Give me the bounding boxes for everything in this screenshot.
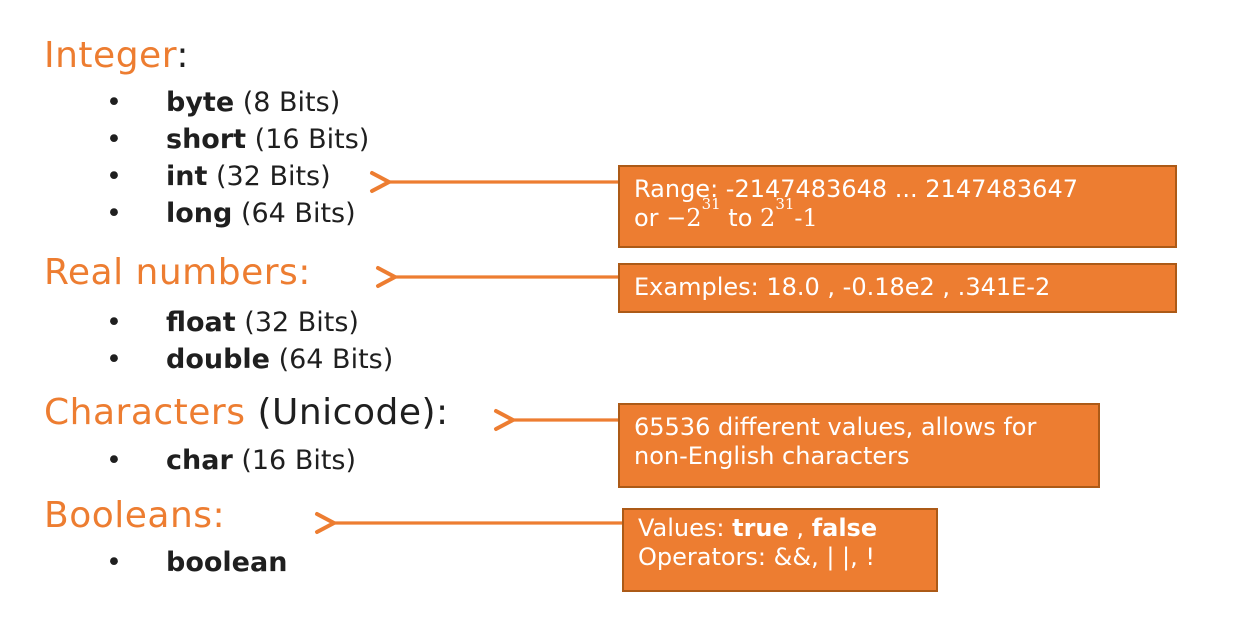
callout-real-examples: Examples: 18.0 , -0.18e2 , .341E-2	[618, 263, 1177, 313]
heading-characters-accent: Characters	[44, 392, 246, 433]
list-item-short: short (16 Bits)	[44, 121, 369, 158]
callout-int-range: Range: -2147483648 ... 2147483647 or −23…	[618, 165, 1177, 248]
list-item-byte: byte (8 Bits)	[44, 84, 369, 121]
list-item-char: char (16 Bits)	[44, 442, 356, 479]
heading-characters: Characters (Unicode):	[44, 395, 449, 431]
char-values-line1: 65536 different values, allows for	[634, 413, 1037, 441]
list-item-double: double (64 Bits)	[44, 341, 393, 378]
list-item-int: int (32 Bits)	[44, 158, 369, 195]
int-range-line2: or −231 to 231-1	[634, 195, 818, 233]
bool-values-line1: Values: true , false	[638, 514, 878, 542]
heading-booleans: Booleans:	[44, 498, 225, 534]
heading-integer: Integer:	[44, 38, 189, 74]
boolean-type-list: boolean	[44, 544, 287, 581]
callout-bool-values: Values: true , false Operators: &&, | |,…	[622, 508, 938, 592]
heading-real-numbers: Real numbers:	[44, 255, 311, 291]
heading-integer-accent: Integer	[44, 35, 177, 76]
real-type-list: float (32 Bits) double (64 Bits)	[44, 304, 393, 378]
integer-type-list: byte (8 Bits) short (16 Bits) int (32 Bi…	[44, 84, 369, 232]
list-item-float: float (32 Bits)	[44, 304, 393, 341]
char-values-line2: non-English characters	[634, 442, 910, 470]
int-range-line1: Range: -2147483648 ... 2147483647	[634, 175, 1078, 203]
bool-values-line2: Operators: &&, | |, !	[638, 543, 876, 571]
real-examples-line1: Examples: 18.0 , -0.18e2 , .341E-2	[634, 273, 1051, 301]
heading-booleans-accent: Booleans:	[44, 495, 226, 536]
heading-integer-plain: :	[176, 35, 190, 76]
list-item-long: long (64 Bits)	[44, 195, 369, 232]
heading-characters-plain: (Unicode):	[245, 392, 449, 433]
callout-char-values: 65536 different values, allows for non-E…	[618, 403, 1100, 488]
heading-real-numbers-accent: Real numbers:	[44, 252, 311, 293]
char-type-list: char (16 Bits)	[44, 442, 356, 479]
list-item-boolean: boolean	[44, 544, 287, 581]
